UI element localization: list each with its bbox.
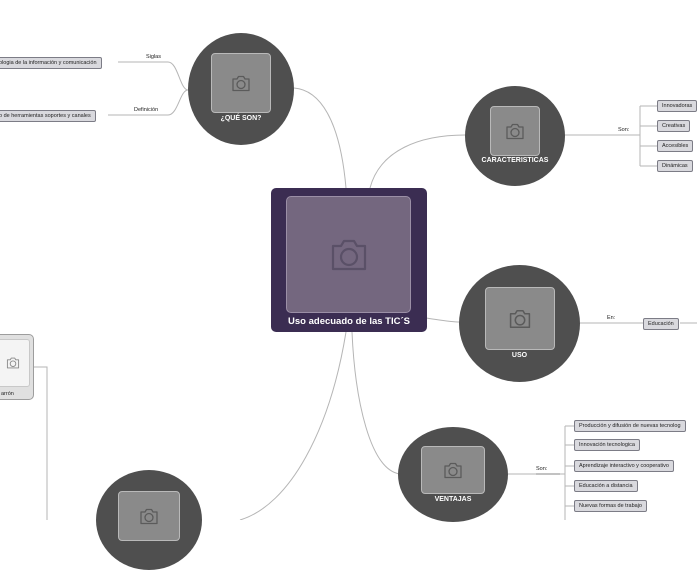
bottom-image-placeholder <box>118 491 180 541</box>
caracteristicas-image-placeholder <box>490 106 540 156</box>
topic-bottom-partial[interactable] <box>96 470 202 570</box>
caracteristicas-item-dinamicas[interactable]: Dinámicas <box>657 160 693 172</box>
topic-caracteristicas[interactable]: CARACTERISTICAS <box>465 86 565 186</box>
camera-icon <box>506 123 524 139</box>
caracteristicas-item-creativas[interactable]: Creativas <box>657 120 691 132</box>
caracteristicas-item-innovadoras[interactable]: Innovadoras <box>657 100 697 112</box>
central-topic[interactable]: Uso adecuado de las TIC´S <box>271 188 427 332</box>
central-image-placeholder <box>286 196 411 313</box>
camera-icon <box>444 462 462 478</box>
ventajas-item-aprendizaje[interactable]: Aprendizaje interactivo y cooperativo <box>574 460 674 472</box>
que-son-connector-siglas: Siglas <box>146 54 161 60</box>
ventajas-item-educacion-distancia[interactable]: Educación a distancia <box>574 480 638 492</box>
uso-connector: En: <box>607 315 616 321</box>
camera-icon <box>509 309 531 328</box>
que-son-title: ¿QUÉ SON? <box>220 115 262 122</box>
uso-item-educacion[interactable]: Educación <box>643 318 679 330</box>
ventajas-title: VENTAJAS <box>434 496 472 503</box>
que-son-item-definicion[interactable]: o de herramientas soportes y canales <box>0 110 96 122</box>
ventajas-item-nuevas-formas[interactable]: Nuevas formas de trabajo <box>574 500 647 512</box>
que-son-image-placeholder <box>211 53 271 113</box>
left-panel-image-placeholder <box>0 339 30 387</box>
uso-title: USO <box>511 352 528 359</box>
uso-image-placeholder <box>485 287 555 350</box>
caracteristicas-connector: Son: <box>618 127 630 133</box>
caracteristicas-item-accesibles[interactable]: Accesibles <box>657 140 694 152</box>
ventajas-image-placeholder <box>421 446 485 494</box>
ventajas-connector: Son: <box>536 466 548 472</box>
ventajas-item-innovacion[interactable]: Innovación tecnologica <box>574 439 640 451</box>
central-title: Uso adecuado de las TIC´S <box>288 316 410 327</box>
connection-lines <box>34 61 697 520</box>
left-panel-label: arrón <box>1 391 14 397</box>
caracteristicas-title: CARACTERISTICAS <box>481 157 549 164</box>
ventajas-item-produccion[interactable]: Producción y difusión de nuevas tecnolog <box>574 420 686 432</box>
left-panel-node[interactable]: arrón <box>0 334 34 400</box>
que-son-connector-definicion: Definición <box>134 107 159 113</box>
camera-icon <box>232 75 250 91</box>
topic-que-son[interactable]: ¿QUÉ SON? <box>188 33 294 145</box>
camera-icon <box>6 357 19 369</box>
que-son-item-siglas[interactable]: ologia de la información y comunicación <box>0 57 102 69</box>
topic-ventajas[interactable]: VENTAJAS <box>398 427 508 522</box>
topic-uso[interactable]: USO <box>459 265 580 382</box>
camera-icon <box>331 239 366 270</box>
camera-icon <box>140 508 158 524</box>
